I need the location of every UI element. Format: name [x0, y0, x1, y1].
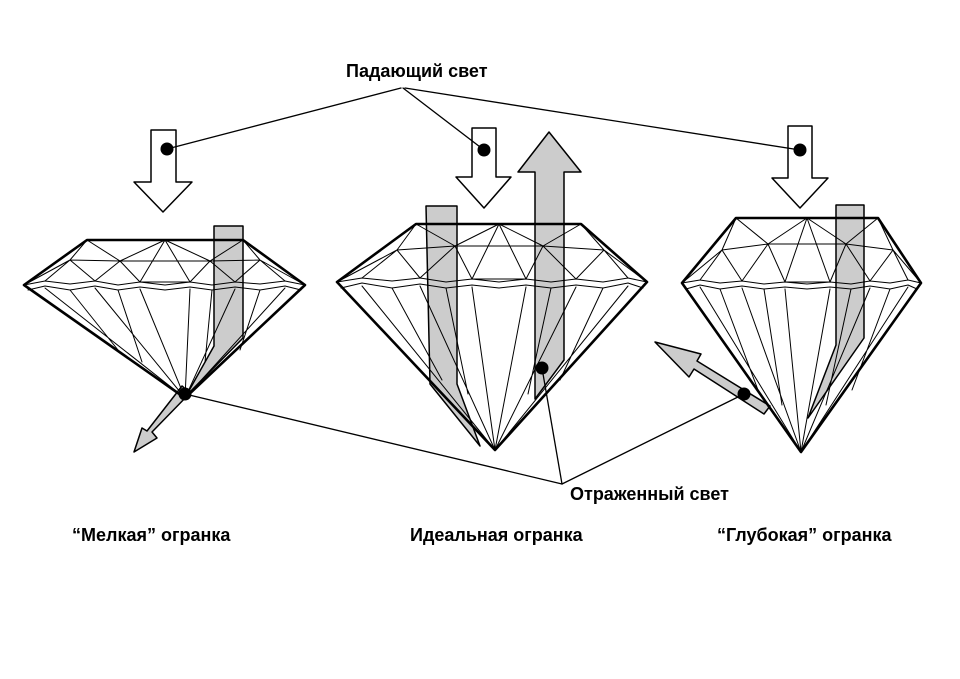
light-beam-ideal-up	[517, 131, 582, 400]
incident-light-label: Падающий свет	[346, 61, 488, 81]
diamond-outline-deep	[680, 216, 923, 454]
incident-arrow-shallow	[133, 129, 193, 213]
caption-shallow-cut: “Мелкая” огранка	[72, 525, 231, 545]
diamond-outline-shallow	[22, 238, 307, 400]
diamond-shallow	[22, 225, 307, 453]
leader-lines-incident	[166, 87, 801, 151]
incident-arrow-deep	[771, 125, 829, 209]
diamond-outline-ideal	[335, 222, 649, 452]
light-beam-deep	[807, 204, 865, 419]
reflected-light-label: Отраженный свет	[570, 484, 729, 504]
diamond-ideal	[335, 131, 649, 452]
caption-deep-cut: “Глубокая” огранка	[717, 525, 892, 545]
light-beam-shallow	[185, 225, 244, 397]
reflected-ray-deep	[654, 341, 771, 415]
light-beam-ideal-down	[425, 205, 481, 447]
marker-dots	[160, 142, 807, 401]
diamond-deep	[654, 204, 923, 454]
incident-arrow-ideal	[455, 127, 512, 209]
caption-ideal-cut: Идеальная огранка	[410, 525, 583, 545]
leader-lines-reflected	[184, 367, 745, 485]
